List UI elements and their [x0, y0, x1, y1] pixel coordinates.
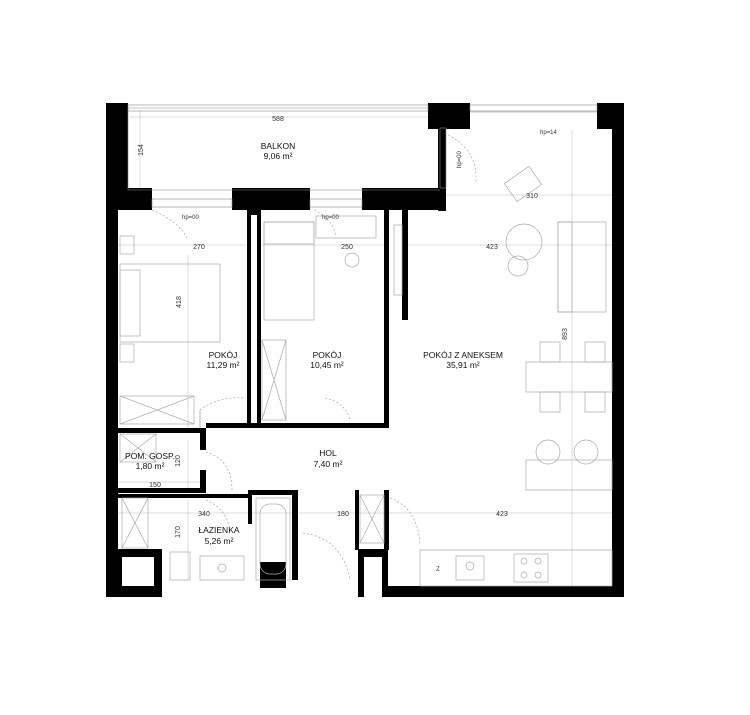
door-swings: [151, 134, 477, 581]
dim-lazienka-width: 340: [198, 511, 210, 518]
dim-pokoj1-width: 270: [193, 244, 205, 251]
room-area-pom-gosp: 1,80 m²: [136, 461, 165, 471]
room-name-pom-gosp: POM. GOSP.: [125, 451, 175, 461]
room-labels: BALKON 9,06 m² POKÓJ 11,29 m² POKÓJ 10,4…: [125, 141, 503, 546]
sill-heights: hp=00 hp=00 hp=00 hp=14: [182, 130, 558, 221]
dimension-guides: [118, 110, 612, 590]
hp-label-pokoj1: hp=00: [182, 215, 200, 221]
hp-label-window: hp=14: [540, 130, 558, 136]
room-area-lazienka: 5,26 m²: [205, 536, 234, 546]
furniture: [119, 165, 613, 587]
room-area-hol: 7,40 m²: [314, 459, 343, 469]
dimension-labels: 588 154 270 418 250 423 310 893 150 120 …: [138, 116, 569, 538]
dim-balcony-right: 310: [526, 193, 538, 200]
room-area-pokoj-aneks: 35,91 m²: [446, 360, 480, 370]
dim-hol-width: 180: [337, 511, 349, 518]
dim-pokoj2-width: 250: [341, 244, 353, 251]
dim-lazienka-depth: 170: [175, 526, 182, 538]
dim-pom-gosp-depth: 120: [175, 455, 182, 467]
room-name-balkon: BALKON: [261, 141, 296, 151]
dim-pokoj1-depth: 418: [176, 296, 183, 308]
hp-label-pokoj2: hp=00: [322, 215, 340, 221]
interior-walls: [118, 210, 408, 580]
window-frames: [127, 104, 598, 208]
outer-walls: [106, 103, 624, 597]
room-area-balkon: 9,06 m²: [264, 151, 293, 161]
room-name-hol: HOL: [319, 448, 337, 458]
room-name-pokoj-2: POKÓJ: [313, 350, 342, 360]
room-area-pokoj-1: 11,29 m²: [207, 360, 240, 370]
dim-aneks-width-bottom: 423: [496, 511, 508, 518]
dim-aneks-depth: 893: [562, 328, 569, 340]
room-name-pokoj-aneks: POKÓJ Z ANEKSEM: [423, 350, 503, 360]
kitchen-fridge-label: Z: [436, 567, 440, 573]
room-area-pokoj-2: 10,45 m²: [310, 360, 344, 370]
dim-aneks-width-top: 423: [486, 244, 498, 251]
hp-label-balcony-door: hp=00: [457, 150, 463, 168]
dim-balkon-width: 588: [272, 116, 284, 123]
dim-balkon-depth: 154: [138, 144, 145, 156]
room-name-lazienka: ŁAZIENKA: [198, 525, 239, 535]
dim-pom-gosp-width: 150: [149, 482, 161, 489]
room-name-pokoj-1: POKÓJ: [209, 350, 238, 360]
